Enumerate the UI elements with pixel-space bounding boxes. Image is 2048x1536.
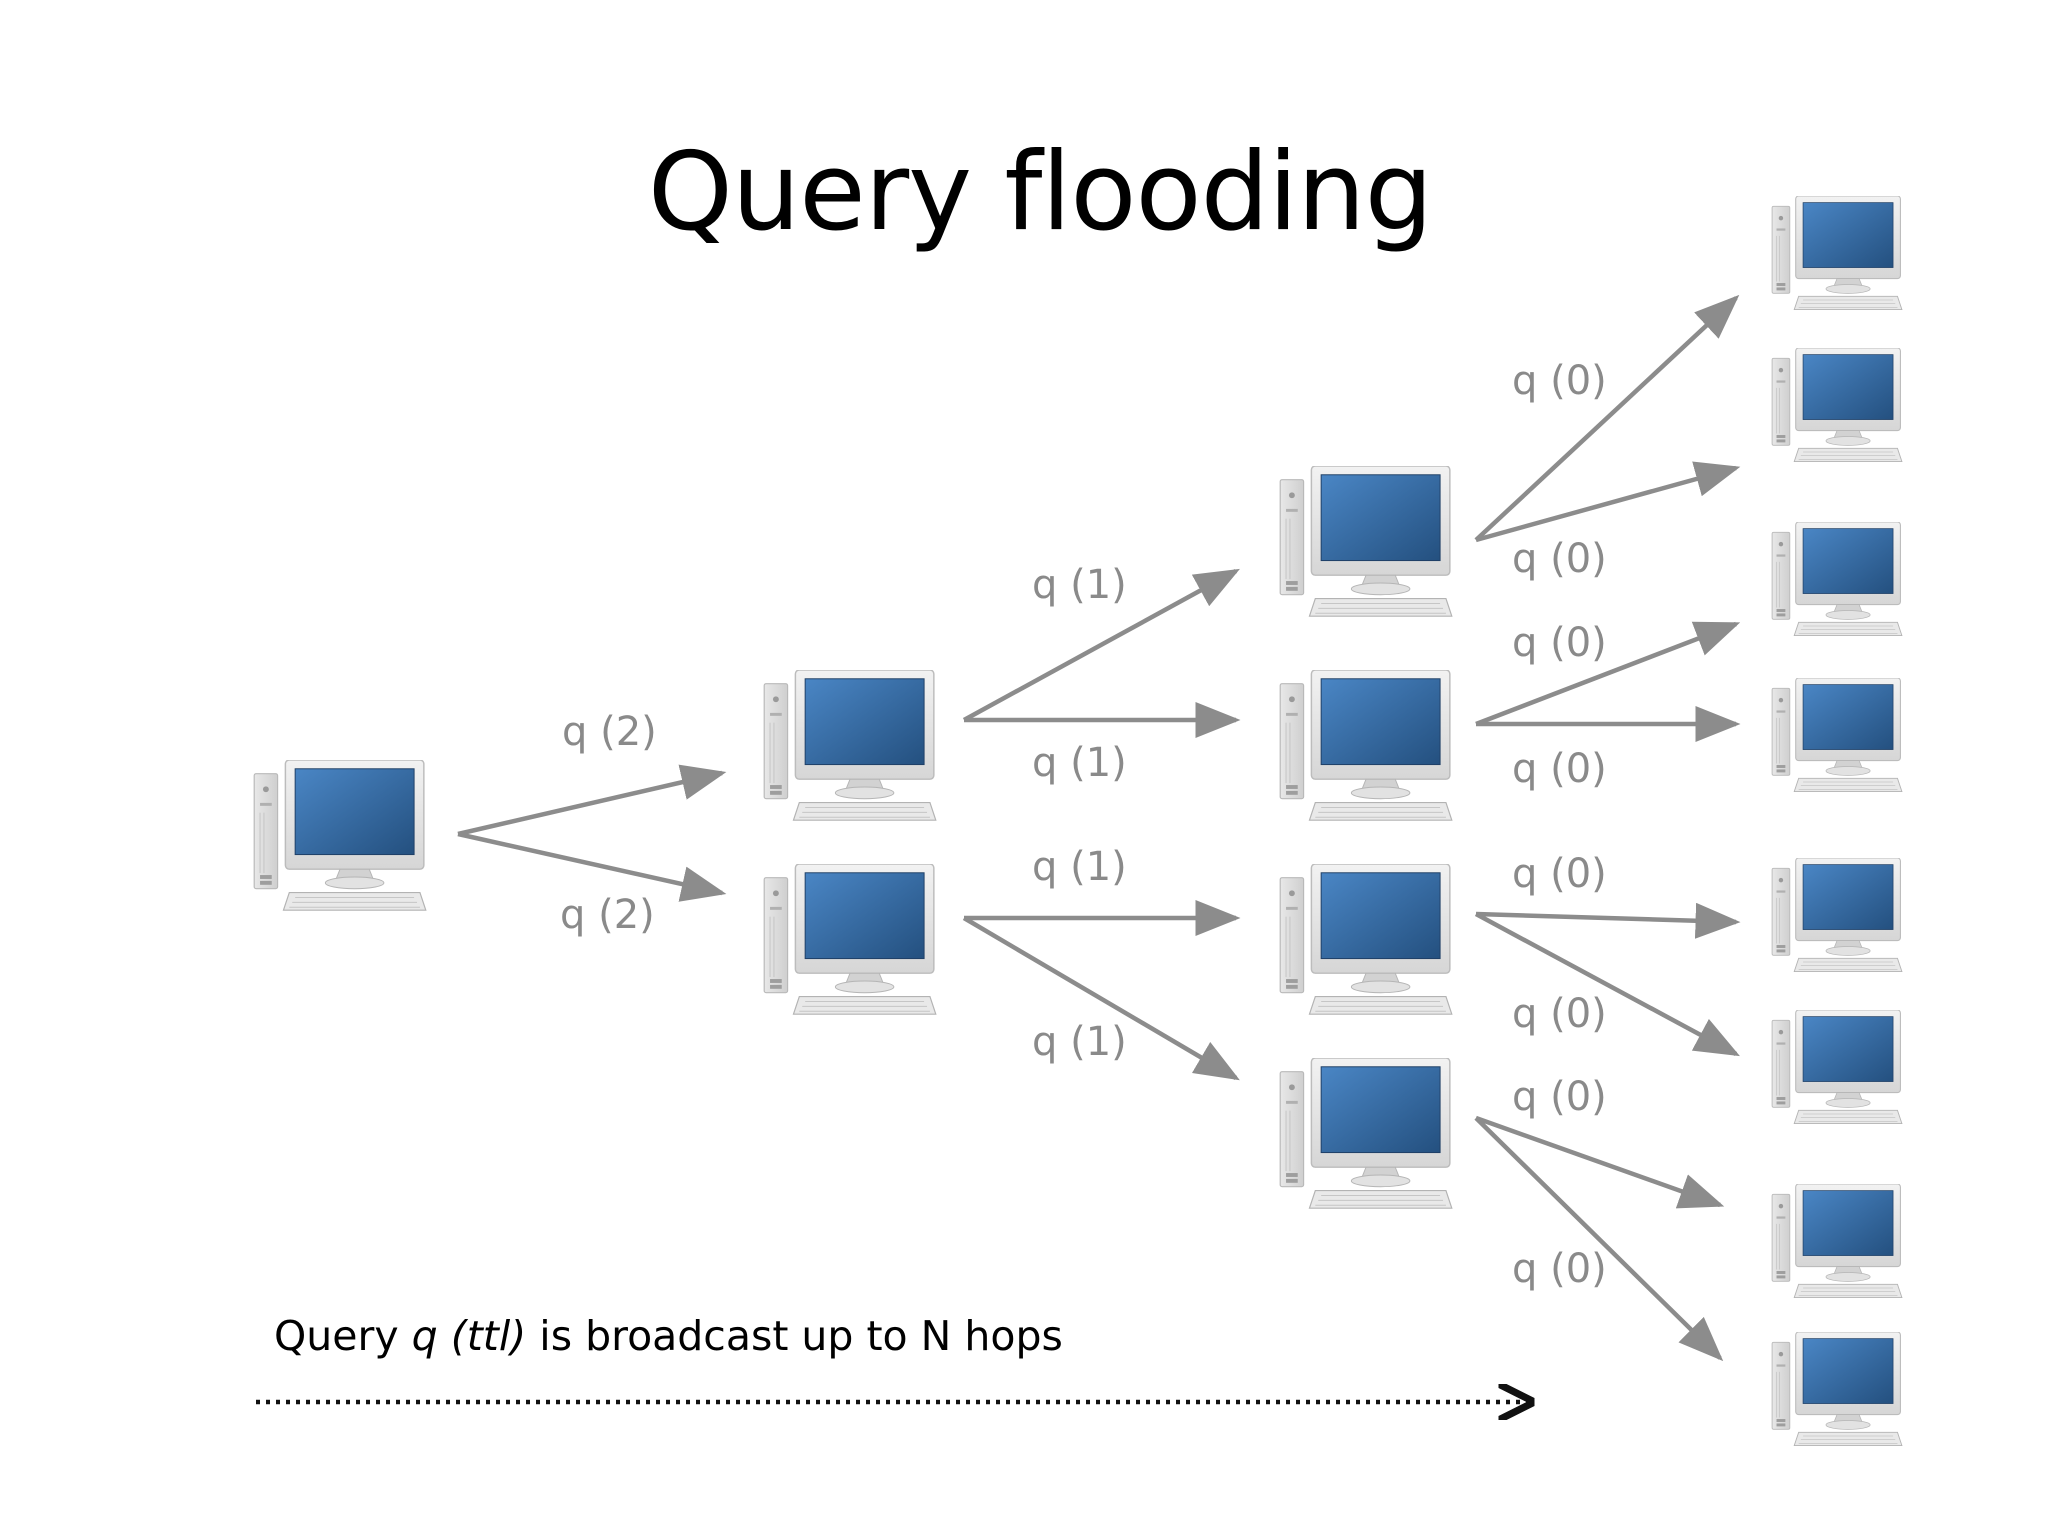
edge-label-l1-top-to-l2-1: q (1) xyxy=(1032,562,1127,608)
desktop-computer-icon xyxy=(1771,1332,1903,1447)
edge-label-l1-top-to-l2-2: q (1) xyxy=(1032,740,1127,786)
edge-l1-bottom-to-l2-4 xyxy=(962,916,1240,1081)
desktop-computer-icon xyxy=(1771,348,1903,463)
caption-prefix: Query xyxy=(274,1312,412,1360)
desktop-computer-icon xyxy=(1771,1184,1903,1299)
caption-ttl-symbol: (ttl) xyxy=(450,1312,527,1360)
desktop-computer-icon xyxy=(763,864,937,1015)
edge-label-root-to-l1-top: q (2) xyxy=(562,709,657,755)
edge-l1-top-to-l2-1 xyxy=(962,568,1240,722)
edge-l2-4-to-l3-8 xyxy=(1474,1116,1724,1362)
desktop-computer-icon xyxy=(1279,466,1453,617)
edge-l2-1-to-l3-2 xyxy=(1475,461,1741,543)
desktop-computer-icon xyxy=(1279,1058,1453,1209)
edge-l2-1-to-l3-1 xyxy=(1474,294,1740,542)
edge-label-l2-3-to-l3-6: q (0) xyxy=(1512,991,1607,1037)
desktop-computer-icon xyxy=(1771,858,1903,973)
edge-label-l2-1-to-l3-2: q (0) xyxy=(1512,536,1607,582)
edge-l2-3-to-l3-6 xyxy=(1474,912,1740,1057)
desktop-computer-icon xyxy=(253,760,427,911)
caption: Query q (ttl) is broadcast up to N hops xyxy=(274,1312,1063,1360)
edge-labels: q (2) q (2) q (1) q (1) q (1) q (1) q (0… xyxy=(560,358,1607,1292)
desktop-computer-icon xyxy=(1279,670,1453,821)
desktop-computer-icon xyxy=(1771,1010,1903,1125)
edge-l2-3-to-l3-5 xyxy=(1475,902,1741,939)
edge-label-l2-2-to-l3-3: q (0) xyxy=(1512,620,1607,666)
edge-label-l2-3-to-l3-5: q (0) xyxy=(1512,851,1607,897)
edge-root-to-l1-top xyxy=(457,764,727,837)
caption-suffix: is broadcast up to N hops xyxy=(526,1312,1063,1360)
edge-label-l1-bottom-to-l2-3: q (1) xyxy=(1032,844,1127,890)
edge-label-l2-2-to-l3-4: q (0) xyxy=(1512,746,1607,792)
edge-l2-4-to-l3-7 xyxy=(1475,1115,1725,1209)
desktop-computer-icon xyxy=(1771,522,1903,637)
desktop-computer-icon xyxy=(1279,864,1453,1015)
edge-label-l2-1-to-l3-1: q (0) xyxy=(1512,358,1607,404)
edge-label-root-to-l1-bottom: q (2) xyxy=(560,892,655,938)
edge-label-l2-4-to-l3-7: q (0) xyxy=(1512,1074,1607,1120)
caption-query-symbol: q xyxy=(411,1312,438,1360)
desktop-computer-icon xyxy=(1771,678,1903,793)
edge-root-to-l1-bottom xyxy=(457,831,727,902)
desktop-computer-icon xyxy=(763,670,937,821)
edge-label-l2-4-to-l3-8: q (0) xyxy=(1512,1246,1607,1292)
edge-l2-2-to-l3-3 xyxy=(1475,621,1741,727)
edge-label-l1-bottom-to-l2-4: q (1) xyxy=(1032,1019,1127,1065)
desktop-computer-icon xyxy=(1771,196,1903,311)
nodes xyxy=(253,196,1903,1447)
slide-title: Query flooding xyxy=(647,130,1433,255)
edges xyxy=(457,294,1741,1362)
